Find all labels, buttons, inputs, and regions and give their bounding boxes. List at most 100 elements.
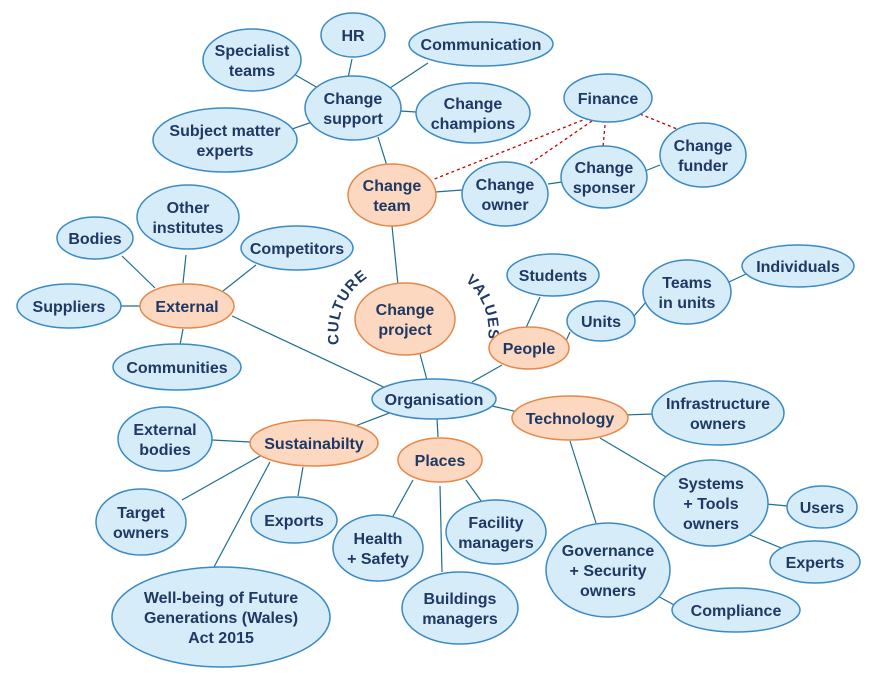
edge-project-team — [391, 225, 399, 286]
node-label: Generations (Wales) — [144, 610, 298, 627]
node-shape — [566, 300, 636, 342]
node-shape — [461, 161, 549, 227]
node-label: Experts — [786, 555, 845, 572]
node-label: Facility — [468, 515, 523, 532]
node-shape — [354, 282, 456, 356]
node-label: Competitors — [250, 241, 344, 258]
node-label: People — [503, 341, 556, 358]
node-shape — [741, 244, 855, 288]
node-shape — [16, 283, 122, 329]
edge-organisation-people — [471, 364, 503, 383]
node-shape — [671, 587, 801, 633]
node-shape — [545, 522, 671, 618]
node-label: project — [378, 322, 432, 339]
node-label: External — [133, 422, 196, 439]
node-label: + Tools — [683, 496, 738, 513]
edge-external-other — [182, 254, 187, 284]
node-compliance: Compliance — [671, 587, 801, 633]
node-shape — [563, 73, 653, 123]
edge-sustainability-external-bodies — [211, 439, 251, 443]
node-label: owners — [683, 516, 739, 533]
node-health-safety: Health+ Safety — [332, 514, 424, 582]
node-shape — [642, 259, 732, 325]
node-shape — [397, 437, 483, 483]
node-label: Act 2015 — [188, 630, 254, 647]
node-label: Change — [376, 302, 435, 319]
node-shape — [347, 163, 437, 227]
node-shape — [249, 419, 379, 467]
node-label: Well-being of Future — [144, 590, 298, 607]
node-label: Health — [354, 531, 403, 548]
edge-finance-sponser — [602, 124, 606, 148]
node-shape — [659, 122, 747, 188]
node-finance: Finance — [563, 73, 653, 123]
node-shape — [95, 488, 187, 556]
node-shape — [769, 540, 861, 584]
node-label: Technology — [526, 411, 615, 428]
edge-places-health — [391, 479, 414, 519]
node-label: Change — [575, 160, 634, 177]
edge-technology-governance — [569, 440, 597, 524]
node-label: owners — [690, 416, 746, 433]
node-experts: Experts — [769, 540, 861, 584]
edge-team-owner — [434, 189, 463, 193]
node-shape — [653, 459, 769, 547]
node-shape — [401, 571, 519, 645]
node-exports: Exports — [250, 496, 338, 544]
node-organisation: Organisation — [371, 378, 497, 420]
edge-organisation-places — [436, 417, 439, 438]
edge-external-communities — [179, 328, 184, 346]
node-shape — [152, 107, 298, 173]
edge-people-students — [524, 296, 541, 331]
node-shape — [112, 343, 242, 391]
node-label: Suppliers — [33, 299, 106, 316]
node-label: Change — [363, 178, 422, 195]
node-label: Governance — [562, 543, 655, 560]
node-external: External — [139, 283, 235, 329]
node-shape — [136, 184, 240, 250]
node-label: HR — [341, 28, 365, 45]
node-shape — [304, 75, 402, 141]
node-label: support — [323, 111, 383, 128]
edge-teams-individuals — [728, 273, 747, 283]
node-label: Change — [674, 138, 733, 155]
node-shape — [202, 28, 302, 92]
edge-external-organisation — [231, 315, 391, 391]
node-shape — [408, 21, 554, 67]
node-shape — [320, 12, 386, 58]
node-label: Change — [476, 177, 535, 194]
node-technology: Technology — [511, 395, 629, 441]
edge-sponser-funder — [644, 164, 661, 172]
node-label: Users — [800, 500, 845, 517]
node-label: Communities — [126, 360, 227, 377]
edge-technology-infrastructure — [623, 413, 653, 416]
node-label: Exports — [264, 513, 324, 530]
node-shape — [371, 378, 497, 420]
node-students: Students — [506, 253, 600, 297]
node-shape — [240, 225, 354, 271]
node-users: Users — [786, 485, 858, 529]
node-label: Units — [581, 314, 621, 331]
node-shape — [445, 499, 547, 565]
edge-systems-experts — [744, 532, 787, 551]
edge-project-organisation — [419, 353, 428, 381]
node-communication: Communication — [408, 21, 554, 67]
node-hr: HR — [320, 12, 386, 58]
node-label: champions — [431, 116, 516, 133]
node-label: owners — [113, 525, 169, 542]
edge-external-competitors — [222, 264, 257, 292]
node-shape — [560, 145, 648, 209]
